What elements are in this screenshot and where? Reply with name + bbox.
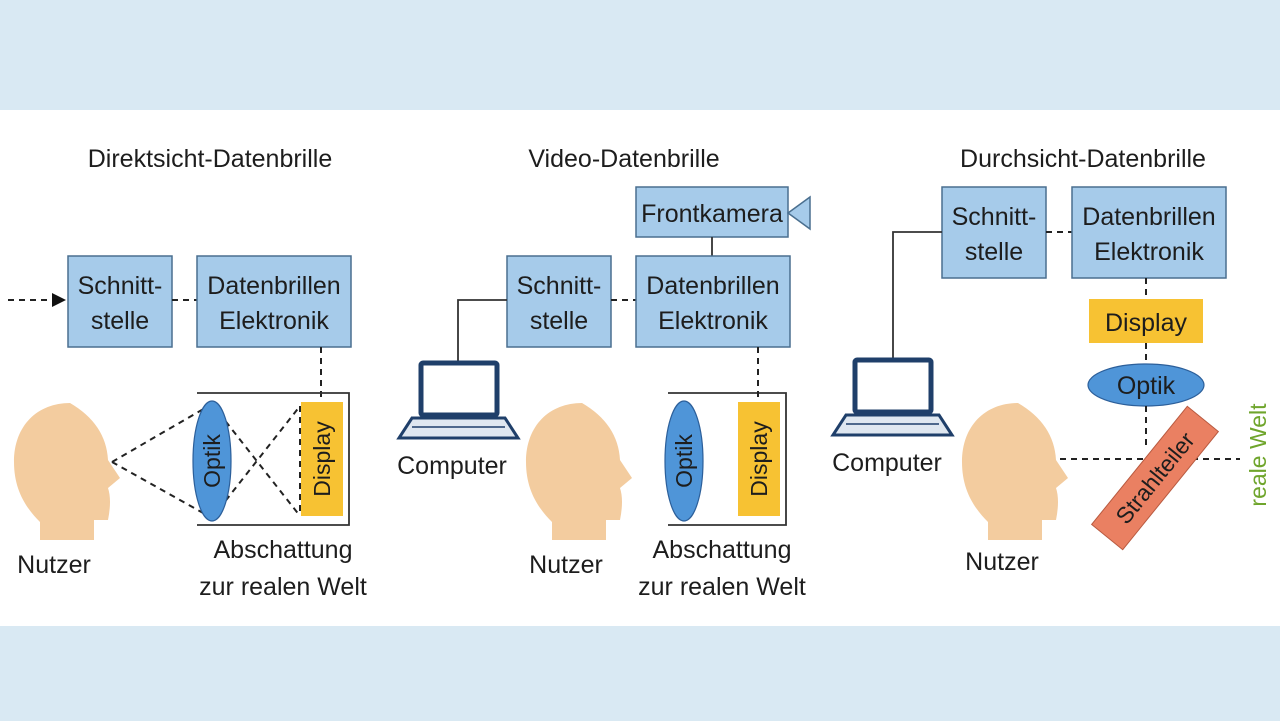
display-panel [738, 402, 780, 516]
electronics-box-direct [196, 255, 352, 348]
user-label: Nutzer [529, 551, 603, 579]
interface-label-line1: Schnitt- [952, 203, 1037, 231]
user-head-icon [526, 403, 632, 540]
electronics-label-line2: Elektronik [219, 307, 329, 335]
user-head-icon [962, 403, 1068, 540]
light-ray [111, 461, 213, 519]
panel-see-through: Durchsicht-Datenbrille Schnitt- stelle D… [830, 145, 1271, 576]
shading-enclosure [668, 392, 787, 526]
display-panel [1089, 299, 1203, 343]
front-camera-label: Frontkamera [641, 200, 783, 228]
shading-label-line2: zur realen Welt [199, 573, 367, 601]
computer-cable [892, 231, 942, 358]
display-label: Display [309, 421, 335, 497]
panel-direct-view: Direktsicht-Datenbrille Schnitt- stelle … [8, 145, 367, 601]
interface-box-direct [67, 255, 173, 348]
optics-lens-icon [192, 400, 232, 522]
electronics-label-line1: Datenbrillen [1082, 203, 1215, 231]
input-arrow-head [52, 293, 66, 307]
computer-laptop-icon [396, 360, 521, 440]
camera-lens-icon [786, 195, 811, 231]
shading-label-line1: Abschattung [214, 536, 353, 564]
shading-enclosure [197, 392, 350, 526]
display-panel [301, 402, 343, 516]
user-head-icon [14, 403, 120, 540]
electronics-box-video [635, 255, 791, 348]
shading-label-line1: Abschattung [653, 536, 792, 564]
shading-label-line2: zur realen Welt [638, 573, 806, 601]
interface-label-line2: stelle [965, 238, 1023, 266]
user-label: Nutzer [17, 551, 91, 579]
light-ray [111, 403, 213, 463]
electronics-label-line2: Elektronik [658, 307, 768, 335]
interface-label-line1: Schnitt- [517, 272, 602, 300]
interface-box-see-through [941, 186, 1047, 279]
real-world-label: reale Welt [1245, 403, 1271, 507]
beam-splitter-plate [1090, 405, 1220, 551]
computer-label: Computer [397, 452, 507, 480]
computer-label: Computer [832, 449, 942, 477]
optics-label: Optik [1117, 372, 1176, 400]
electronics-label-line1: Datenbrillen [207, 272, 340, 300]
electronics-label-line2: Elektronik [1094, 238, 1204, 266]
panel-video: Video-Datenbrille Frontkamera Schnitt- s… [396, 145, 811, 601]
front-camera-box [635, 186, 789, 238]
panel-title-see-through: Durchsicht-Datenbrille [960, 145, 1206, 173]
interface-label-line2: stelle [91, 307, 149, 335]
user-label: Nutzer [965, 548, 1039, 576]
interface-box-video [506, 255, 612, 348]
electronics-box-see-through [1071, 186, 1227, 279]
electronics-label-line1: Datenbrillen [646, 272, 779, 300]
panel-title-video: Video-Datenbrille [528, 145, 719, 173]
interface-label-line2: stelle [530, 307, 588, 335]
interface-label-line1: Schnitt- [78, 272, 163, 300]
display-label: Display [746, 421, 772, 497]
computer-cable [457, 299, 507, 362]
optics-label: Optik [671, 434, 697, 488]
computer-laptop-icon [830, 357, 955, 437]
panel-title-direct: Direktsicht-Datenbrille [88, 145, 333, 173]
optics-label: Optik [199, 434, 225, 488]
optics-lens-icon [664, 400, 704, 522]
display-label: Display [1105, 309, 1187, 337]
